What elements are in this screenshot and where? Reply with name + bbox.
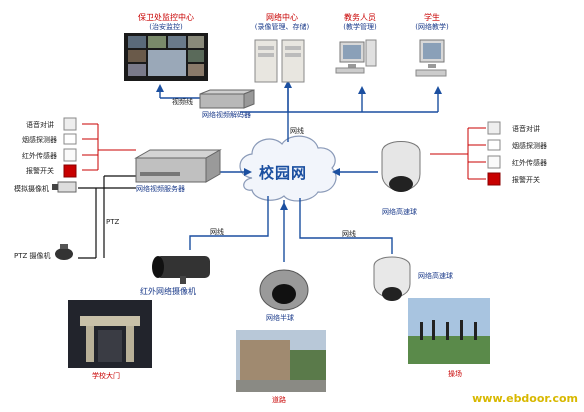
video-decoder xyxy=(199,89,255,109)
speed-dome-bottom-icon xyxy=(373,256,411,301)
student-computer xyxy=(415,39,447,77)
network-center-subtitle: (录像管理、存储) xyxy=(254,23,310,31)
watermark: www.ebdoor.com xyxy=(472,392,578,405)
student-title: 学生 xyxy=(424,13,440,22)
arrow-heads xyxy=(156,80,442,210)
ir-camera-icon xyxy=(152,256,210,284)
gate-label: 学校大门 xyxy=(92,372,120,380)
right-sensor-icons xyxy=(487,121,501,186)
ptz-camera-icon xyxy=(55,244,73,260)
road-photo xyxy=(236,330,326,392)
left-device-label: 语音对讲 xyxy=(26,121,54,129)
video-server xyxy=(134,149,222,183)
ptz-line-label: PTZ xyxy=(106,218,120,226)
left-device-lines xyxy=(82,123,136,171)
storage-servers xyxy=(254,39,305,83)
network-line-label-left: 网线 xyxy=(210,228,224,236)
network-links xyxy=(159,82,439,262)
security-center-subtitle: (治安监控) xyxy=(149,23,183,31)
right-device-label: 报警开关 xyxy=(512,176,540,184)
cloud-label: 校园网 xyxy=(259,164,308,182)
right-device-lines xyxy=(430,127,486,180)
left-device-label: 报警开关 xyxy=(26,167,54,175)
playground-photo xyxy=(408,298,490,364)
decoder-label: 网络视频解码器 xyxy=(202,111,251,119)
playground-label: 操场 xyxy=(448,370,462,378)
staff-computers xyxy=(335,39,377,74)
student-subtitle: (网络教学) xyxy=(415,23,449,31)
speed-dome-top-label: 网络高速球 xyxy=(382,208,417,216)
speed-dome-bottom-label: 网络高速球 xyxy=(418,272,453,280)
left-device-label: 烟感探测器 xyxy=(22,136,57,144)
left-device-label: 红外传感器 xyxy=(22,152,57,160)
ir-camera-label: 红外网络摄像机 xyxy=(140,287,196,296)
network-center-title: 网络中心 xyxy=(266,13,298,22)
security-center-title: 保卫处监控中心 xyxy=(138,13,194,22)
left-camera-lines xyxy=(78,175,136,259)
network-line-label-right: 网线 xyxy=(342,230,356,238)
analog-camera-label: 模拟摄像机 xyxy=(14,185,49,193)
half-dome-icon xyxy=(259,269,309,311)
campus-network-cloud xyxy=(239,135,337,202)
video-line-label: 视频线 xyxy=(172,98,193,106)
right-device-label: 语音对讲 xyxy=(512,125,540,133)
ptz-camera-label: PTZ 摄像机 xyxy=(14,252,51,260)
staff-title: 教务人员 xyxy=(344,13,376,22)
server-label: 网络视频服务器 xyxy=(136,185,185,193)
staff-subtitle: (教学管理) xyxy=(343,23,377,31)
network-line-label-top: 网线 xyxy=(290,127,304,135)
road-label: 道路 xyxy=(272,396,286,404)
speed-dome-top-icon xyxy=(381,141,421,192)
right-device-label: 红外传感器 xyxy=(512,159,547,167)
half-dome-label: 网络半球 xyxy=(266,314,294,322)
gate-photo xyxy=(68,300,152,368)
right-device-label: 烟感探测器 xyxy=(512,142,547,150)
analog-camera-icon xyxy=(52,181,77,193)
monitor-wall xyxy=(124,33,208,81)
left-sensor-icons xyxy=(63,117,77,178)
